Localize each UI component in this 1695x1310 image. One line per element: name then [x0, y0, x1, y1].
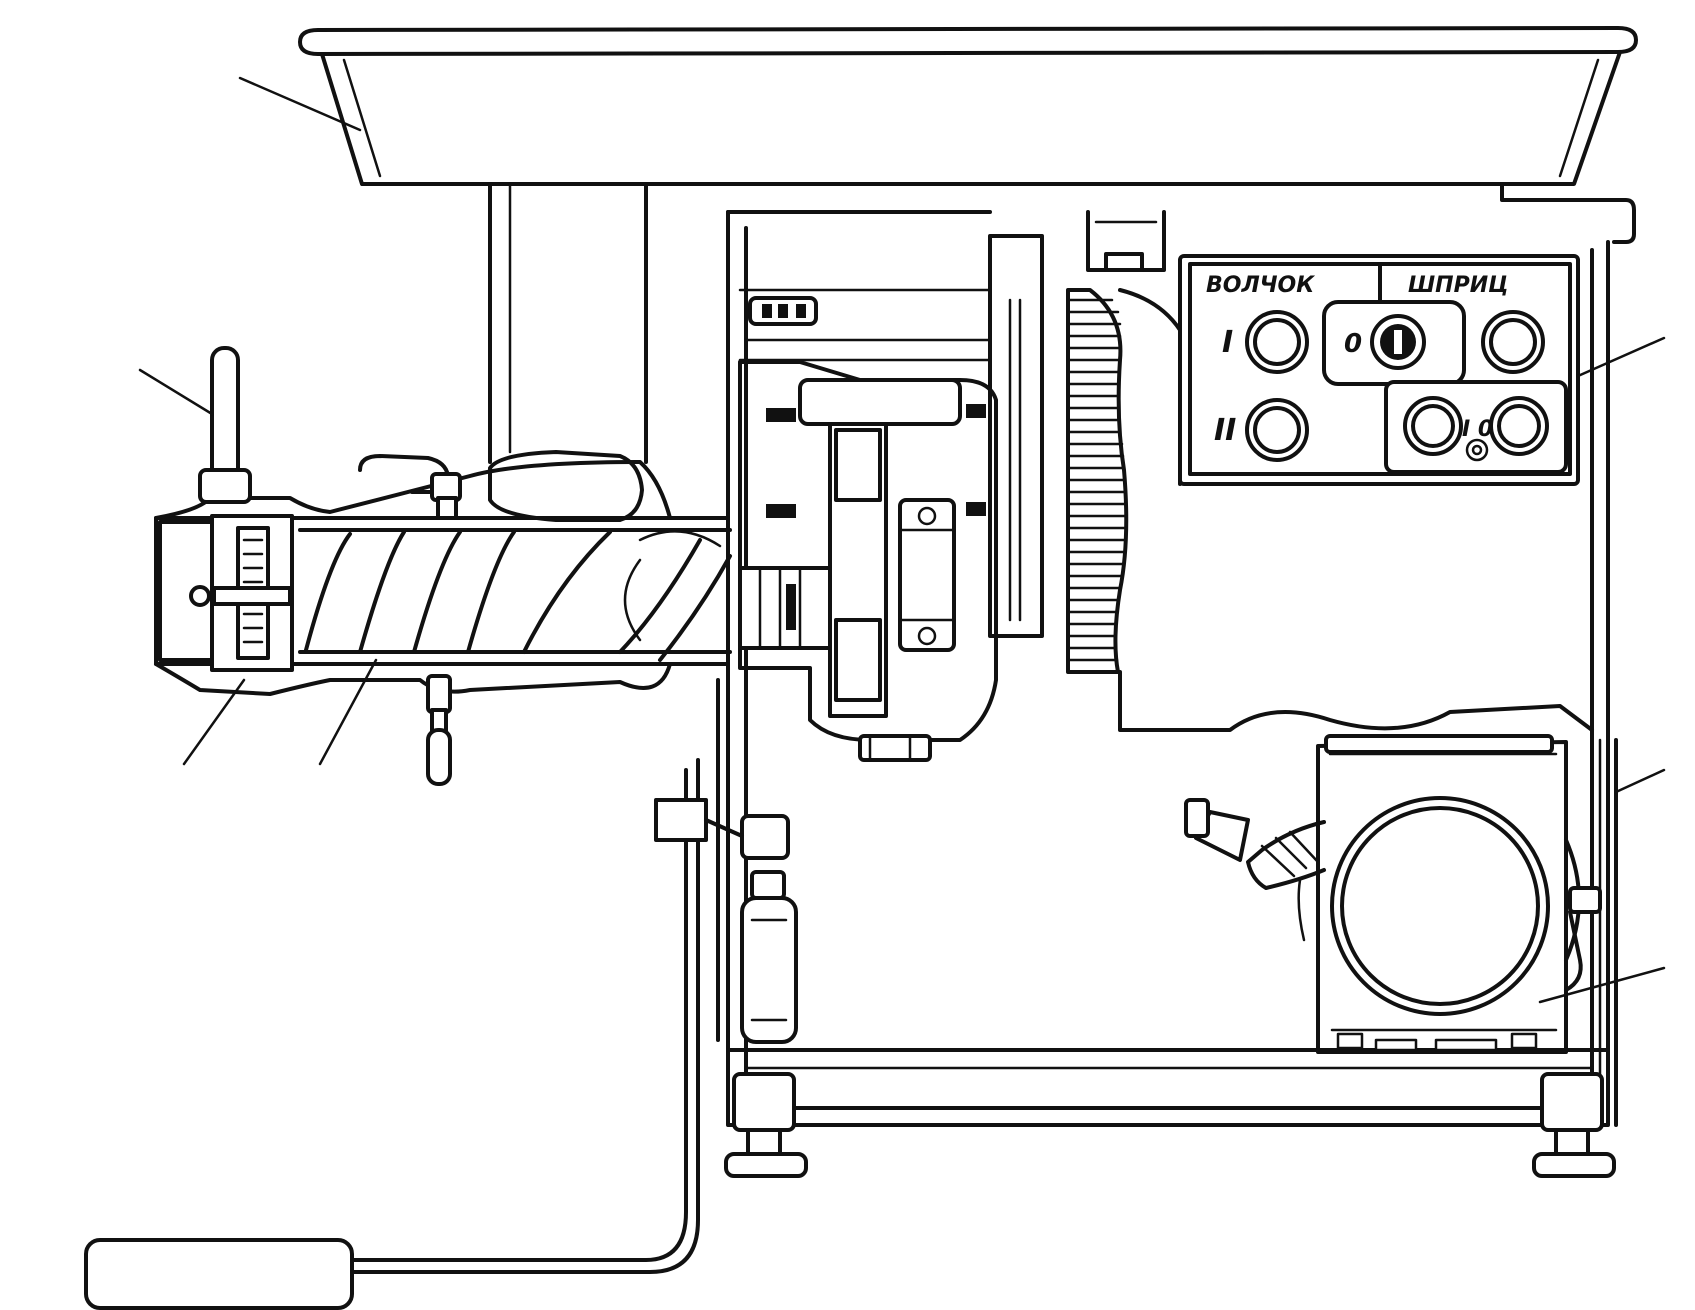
leader-screw: [318, 658, 378, 766]
machine-feet: [724, 1072, 1616, 1178]
leader-lines: [138, 76, 1666, 1004]
leader-hopper: [238, 76, 362, 132]
foot-pedal-assembly: [84, 678, 798, 1310]
top-clamp: [1086, 210, 1166, 272]
hopper-neck: [488, 182, 648, 464]
leader-motor: [1538, 966, 1666, 1004]
leader-panel: [1576, 336, 1666, 378]
hopper-tray: [298, 26, 1638, 186]
drive-housing: [988, 234, 1594, 732]
leader-cutter: [182, 678, 246, 766]
speed-2-label: II: [1214, 413, 1236, 448]
switch-zero-label: 0: [1344, 329, 1362, 359]
auger-barrel: [154, 346, 732, 786]
leader-handle: [138, 368, 214, 416]
electric-motor: [1184, 734, 1602, 1054]
panel-left-title: ВОЛЧОК: [1206, 273, 1315, 298]
leader-housing: [1614, 768, 1666, 794]
panel-right-title: ШПРИЦ: [1408, 273, 1509, 298]
top-latch: [748, 296, 818, 326]
control-panel: ВОЛЧОК ШПРИЦ I II 0 I 0: [1178, 254, 1580, 486]
gearbox: [738, 360, 998, 762]
speed-1-label: I: [1222, 325, 1233, 360]
io-label: I 0: [1462, 417, 1493, 442]
